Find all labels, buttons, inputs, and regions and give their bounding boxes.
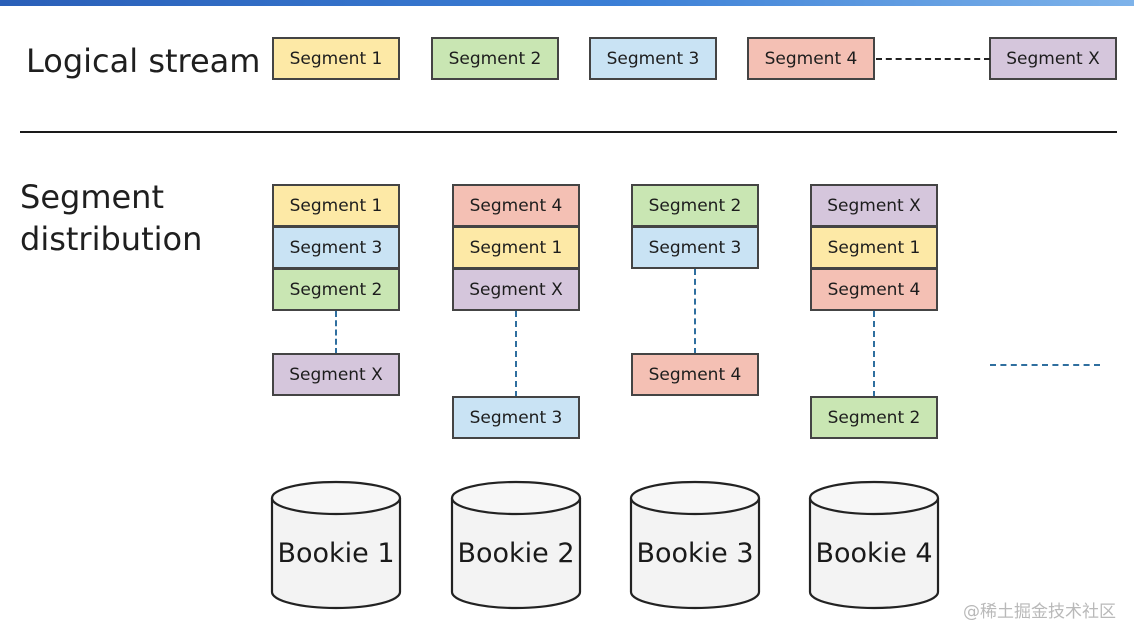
database-cylinder-icon	[808, 480, 940, 610]
stream-segment: Segment 4	[747, 37, 875, 80]
database-cylinder-icon	[450, 480, 582, 610]
bookie-segment: Segment 2	[631, 184, 759, 227]
bookie-last-segment: Segment 4	[631, 353, 759, 396]
bookie-last-segment: Segment 3	[452, 396, 580, 439]
bookie-segment: Segment 2	[272, 268, 400, 311]
stream-segment: Segment X	[989, 37, 1117, 80]
bookie-segment: Segment 1	[810, 226, 938, 269]
segment-distribution-label-line1: Segment	[20, 178, 164, 216]
database-cylinder-icon	[629, 480, 761, 610]
logical-stream-label: Logical stream	[26, 42, 261, 80]
bookie-segment: Segment 4	[810, 268, 938, 311]
bookie-segment: Segment 1	[452, 226, 580, 269]
segment-gap-connector	[694, 269, 696, 354]
database-cylinder-icon	[270, 480, 402, 610]
bookie-segment: Segment 3	[272, 226, 400, 269]
segment-gap-connector	[873, 311, 875, 397]
bookie-storage-node: Bookie 3	[629, 480, 761, 610]
bookie-segment: Segment X	[452, 268, 580, 311]
bookie-label: Bookie 1	[277, 538, 395, 569]
stream-segment: Segment 2	[431, 37, 559, 80]
stream-segment: Segment 1	[272, 37, 400, 80]
bookie-last-segment: Segment 2	[810, 396, 938, 439]
bookie-segment: Segment 4	[452, 184, 580, 227]
bookie-last-segment: Segment X	[272, 353, 400, 396]
section-divider	[20, 131, 1117, 133]
watermark: @稀土掘金技术社区	[963, 602, 1116, 622]
bookie-label: Bookie 3	[636, 538, 754, 569]
more-bookies-connector	[990, 364, 1100, 366]
segment-gap-connector	[515, 311, 517, 397]
bookie-storage-node: Bookie 1	[270, 480, 402, 610]
segment-distribution-label-line2: distribution	[20, 220, 203, 258]
bookie-label: Bookie 2	[457, 538, 575, 569]
stream-segment: Segment 3	[589, 37, 717, 80]
bookie-segment: Segment X	[810, 184, 938, 227]
bookie-storage-node: Bookie 4	[808, 480, 940, 610]
top-accent-bar	[0, 0, 1134, 6]
segment-distribution-label: Segment distribution	[20, 176, 202, 260]
bookie-segment: Segment 1	[272, 184, 400, 227]
segment-gap-connector	[335, 311, 337, 354]
bookie-segment: Segment 3	[631, 226, 759, 269]
bookie-label: Bookie 4	[815, 538, 933, 569]
bookie-storage-node: Bookie 2	[450, 480, 582, 610]
stream-continuation-connector	[876, 58, 990, 60]
